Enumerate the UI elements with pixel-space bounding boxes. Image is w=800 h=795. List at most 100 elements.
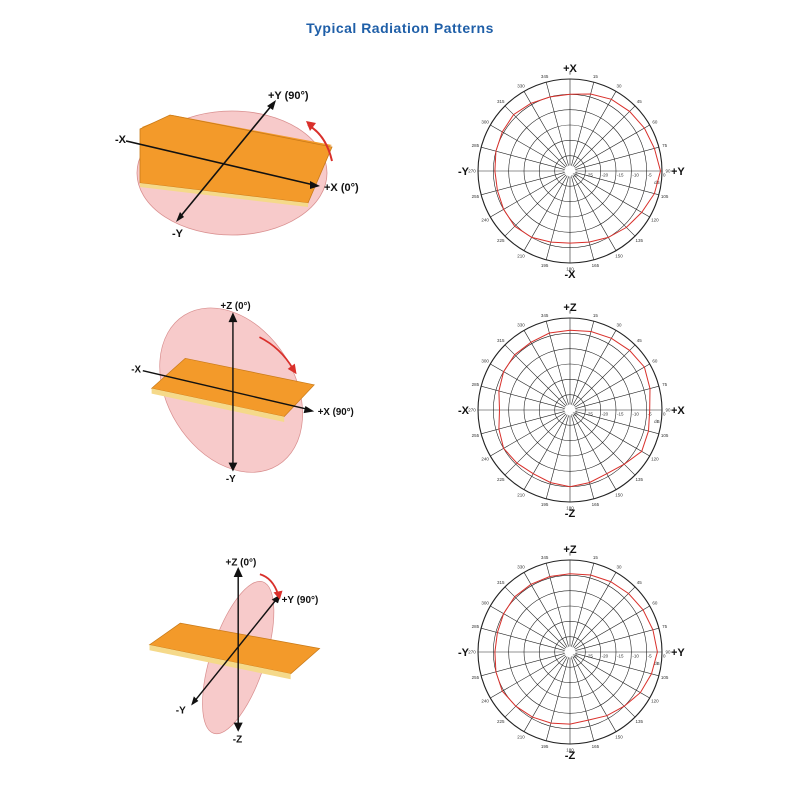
ring-label: -10 <box>632 412 639 417</box>
angle-label: 165 <box>592 744 600 749</box>
polar-grid: 0153045607590105120135150165180195210225… <box>468 552 671 753</box>
angle-label: 300 <box>481 601 489 606</box>
angle-label: 0 <box>569 552 572 557</box>
ring-label: -20 <box>602 654 609 659</box>
polar-chart-1: 0153045607590105120135150165180195210225… <box>458 63 685 281</box>
angle-label: 180 <box>566 267 574 272</box>
polar-spoke <box>572 91 617 167</box>
angle-label: 135 <box>636 238 644 243</box>
rotation-arrow <box>259 573 279 595</box>
ring-label: -30 <box>571 654 578 659</box>
axis-label-b-pos: +Y (90°) <box>268 90 309 102</box>
angle-label: 90 <box>665 169 671 174</box>
polar-spoke <box>481 146 565 170</box>
angle-label: 285 <box>472 382 480 387</box>
polar-label-bottom: -Z <box>565 508 576 520</box>
angle-label: 300 <box>481 120 489 125</box>
polar-spoke <box>575 627 659 651</box>
iso-diagram-2: -X +X (90°) +Z (0°) -Y <box>131 301 353 485</box>
polar-spoke <box>523 175 568 251</box>
ring-label: -10 <box>632 654 639 659</box>
angle-label: 285 <box>472 624 480 629</box>
ring-label: -30 <box>571 412 578 417</box>
angle-label: 225 <box>497 477 505 482</box>
polar-spoke <box>490 363 566 408</box>
polar-spoke <box>575 411 659 435</box>
angle-label: 150 <box>615 492 623 497</box>
polar-spoke <box>504 344 567 407</box>
polar-spoke <box>572 656 617 732</box>
polar-spoke <box>504 174 567 237</box>
polar-spoke <box>490 605 566 650</box>
angle-label: 300 <box>481 359 489 364</box>
angle-label: 15 <box>593 555 599 560</box>
ring-label: 0 <box>663 412 666 417</box>
polar-grid: 0153045607590105120135150165180195210225… <box>468 71 671 272</box>
ring-label: -5 <box>648 173 652 178</box>
angle-label: 315 <box>497 99 505 104</box>
angle-label: 105 <box>661 194 669 199</box>
polar-spoke <box>523 91 568 167</box>
rotation-arrow <box>259 336 294 370</box>
polar-label-bottom: -Z <box>565 750 576 762</box>
ring-label: -25 <box>586 654 593 659</box>
angle-label: 345 <box>541 74 549 79</box>
angle-label: 345 <box>541 555 549 560</box>
angle-label: 315 <box>497 338 505 343</box>
polar-label-left: -X <box>458 405 470 417</box>
polar-grid: 0153045607590105120135150165180195210225… <box>468 310 671 511</box>
polar-spoke <box>573 586 636 649</box>
ring-label: -25 <box>586 412 593 417</box>
angle-label: 255 <box>472 675 480 680</box>
polar-label-right: +X <box>671 405 685 417</box>
polar-spoke <box>574 363 650 408</box>
angle-label: 330 <box>517 84 525 89</box>
angle-label: 270 <box>468 650 476 655</box>
angle-label: 180 <box>566 748 574 753</box>
radiation-pattern <box>494 93 662 244</box>
angle-label: 45 <box>637 338 643 343</box>
ring-label: -20 <box>602 412 609 417</box>
polar-spoke <box>504 105 567 168</box>
axis-label-a-neg: -X <box>115 134 127 146</box>
polar-spoke <box>571 176 595 260</box>
polar-spoke <box>523 414 568 490</box>
angle-label: 225 <box>497 719 505 724</box>
polar-spoke <box>481 653 565 677</box>
angle-label: 270 <box>468 408 476 413</box>
polar-spoke <box>575 172 659 196</box>
angle-label: 135 <box>636 719 644 724</box>
angle-label: 60 <box>652 359 658 364</box>
axis-label-b-neg: -Y <box>172 228 184 240</box>
axis-label-a-neg: -X <box>131 364 141 375</box>
angle-label: 30 <box>616 565 622 570</box>
polar-spoke <box>574 654 650 699</box>
ring-label: -15 <box>617 412 624 417</box>
axis-label-b-pos: +Z (0°) <box>221 301 251 312</box>
ring-label: -30 <box>571 173 578 178</box>
ring-label: 0 <box>663 173 666 178</box>
radiation-pattern <box>494 573 658 725</box>
axis-label-a-pos: +Y (90°) <box>282 595 319 606</box>
angle-label: 255 <box>472 194 480 199</box>
polar-spoke <box>573 655 636 718</box>
axis-label-a-pos: +X (0°) <box>324 182 359 194</box>
angle-label: 240 <box>481 699 489 704</box>
angle-label: 30 <box>616 323 622 328</box>
polar-label-right: +Y <box>671 647 685 659</box>
angle-label: 135 <box>636 477 644 482</box>
angle-label: 90 <box>665 650 671 655</box>
angle-label: 195 <box>541 502 549 507</box>
angle-label: 330 <box>517 323 525 328</box>
angle-label: 120 <box>651 457 659 462</box>
angle-label: 150 <box>615 734 623 739</box>
angle-label: 60 <box>652 120 658 125</box>
polar-spoke <box>490 412 566 457</box>
polar-spoke <box>523 330 568 406</box>
angle-label: 315 <box>497 580 505 585</box>
polar-spoke <box>573 174 636 237</box>
polar-label-top: +Z <box>563 544 576 556</box>
polar-spoke <box>571 657 595 741</box>
angle-label: 240 <box>481 457 489 462</box>
polar-label-left: -Y <box>458 166 470 178</box>
